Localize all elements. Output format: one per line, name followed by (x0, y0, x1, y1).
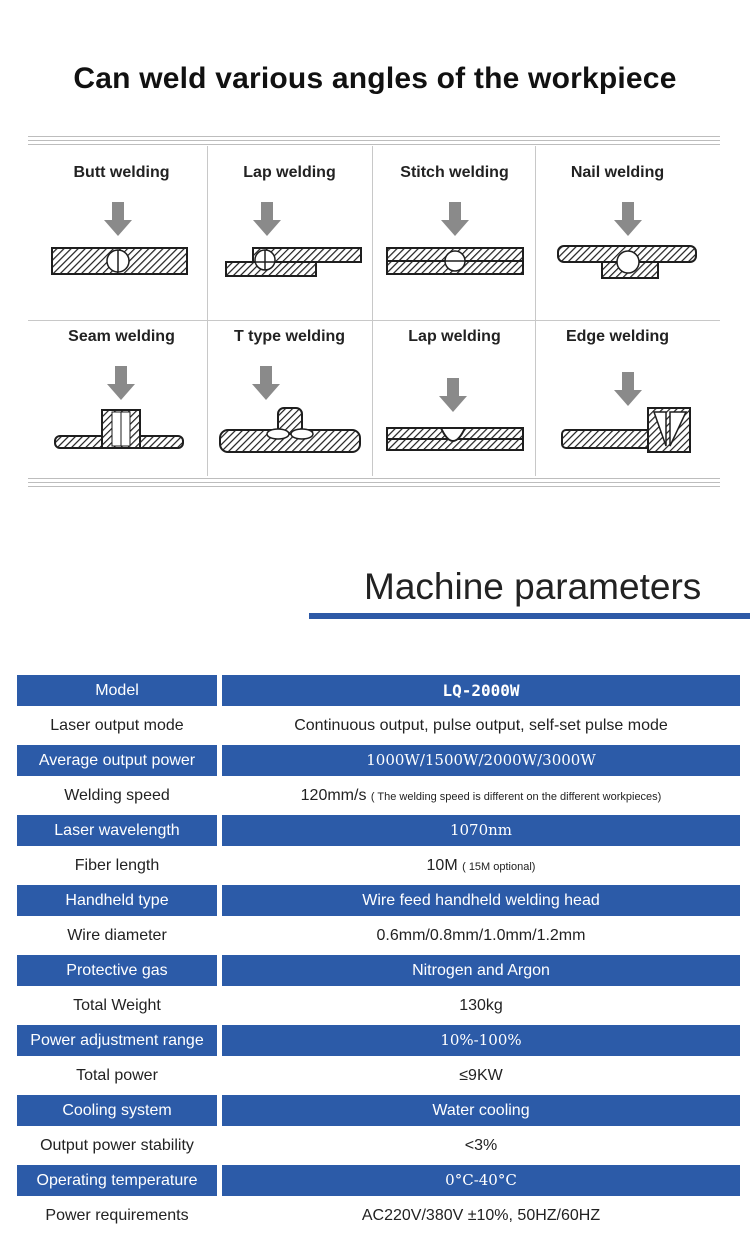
weld-cell-butt: Butt welding (40, 146, 203, 308)
grid-divider (207, 146, 208, 476)
param-row-power-stability: Output power stability <3% (17, 1128, 740, 1163)
param-value: 0.6mm/0.8mm/1.0mm/1.2mm (376, 927, 586, 944)
param-label: Operating temperature (17, 1165, 217, 1196)
param-label: Power adjustment range (17, 1025, 217, 1056)
param-row-cooling-system: Cooling system Water cooling (17, 1093, 740, 1128)
weld-label: Seam welding (68, 328, 175, 345)
param-row-output-mode: Laser output mode Continuous output, pul… (17, 708, 740, 743)
param-value: 1070nm (222, 815, 740, 846)
param-value: LQ-2000W (222, 675, 740, 706)
section-title-underline (309, 613, 750, 619)
weld-cell-nail: Nail welding (536, 146, 699, 308)
param-label: Model (17, 675, 217, 706)
param-value: Continuous output, pulse output, self-se… (294, 717, 668, 734)
param-value: 1000W/1500W/2000W/3000W (222, 745, 740, 776)
weld-label: Butt welding (73, 164, 170, 181)
weld-label: Stitch welding (400, 164, 509, 181)
param-value: 130kg (459, 997, 503, 1014)
param-label: Cooling system (17, 1095, 217, 1126)
param-row-fiber-length: Fiber length 10M ( 15M optional) (17, 848, 740, 883)
weld-cell-lap: Lap welding (208, 146, 371, 308)
param-value: <3% (464, 1137, 498, 1154)
param-label: Total power (76, 1067, 158, 1084)
t-type-weld-diagram-icon (219, 366, 361, 453)
weld-label: T type welding (233, 328, 346, 345)
nail-weld-diagram-icon (557, 202, 697, 279)
param-value: 0°C-40°C (222, 1165, 740, 1196)
param-label: Fiber length (74, 857, 160, 874)
param-row-welding-speed: Welding speed 120mm/s ( The welding spee… (17, 778, 740, 813)
param-value: AC220V/380V ±10%, 50HZ/60HZ (361, 1207, 601, 1224)
lap-weld-diagram-icon (225, 202, 362, 277)
param-label: Handheld type (17, 885, 217, 916)
param-value-main: 120mm/s (300, 787, 367, 804)
parameters-table: Model LQ-2000W Laser output mode Continu… (17, 673, 740, 1233)
param-label: Laser output mode (50, 717, 184, 734)
param-row-wavelength: Laser wavelength 1070nm (17, 813, 740, 848)
bottom-divider (28, 478, 720, 490)
param-value: 10%-100% (222, 1025, 740, 1056)
param-label: Total Weight (73, 997, 161, 1014)
param-label: Laser wavelength (17, 815, 217, 846)
param-row-model: Model LQ-2000W (17, 673, 740, 708)
weld-cell-edge: Edge welding (536, 310, 699, 472)
butt-weld-diagram-icon (51, 202, 188, 275)
param-value: Water cooling (222, 1095, 740, 1126)
section-title: Machine parameters (364, 566, 702, 607)
param-value: 120mm/s ( The welding speed is different… (222, 780, 740, 811)
weld-label: Lap welding (408, 328, 501, 345)
param-value-note: ( The welding speed is different on the … (370, 791, 662, 803)
param-value: Wire feed handheld welding head (222, 885, 740, 916)
param-row-total-weight: Total Weight 130kg (17, 988, 740, 1023)
param-row-power-adjustment: Power adjustment range 10%-100% (17, 1023, 740, 1058)
weld-cell-lap-v: Lap welding (373, 310, 536, 472)
param-row-average-power: Average output power 1000W/1500W/2000W/3… (17, 743, 740, 778)
seam-weld-diagram-icon (54, 366, 184, 449)
grid-divider (535, 146, 536, 476)
param-value: Nitrogen and Argon (222, 955, 740, 986)
lap-weld-v-diagram-icon (386, 378, 524, 451)
param-value: ≤9KW (459, 1067, 503, 1084)
grid-divider (28, 320, 720, 321)
param-row-operating-temperature: Operating temperature 0°C-40°C (17, 1163, 740, 1198)
grid-divider (372, 146, 373, 476)
param-label: Output power stability (40, 1137, 194, 1154)
weld-cell-t-type: T type welding (208, 310, 371, 472)
weld-label: Edge welding (565, 328, 670, 345)
page-headline: Can weld various angles of the workpiece (73, 62, 677, 95)
param-label: Welding speed (64, 787, 170, 804)
param-label: Wire diameter (67, 927, 167, 944)
param-value-main: 10M (426, 857, 458, 874)
param-row-power-requirements: Power requirements AC220V/380V ±10%, 50H… (17, 1198, 740, 1233)
param-label: Average output power (17, 745, 217, 776)
param-row-handheld-type: Handheld type Wire feed handheld welding… (17, 883, 740, 918)
param-row-wire-diameter: Wire diameter 0.6mm/0.8mm/1.0mm/1.2mm (17, 918, 740, 953)
weld-label: Lap welding (243, 164, 336, 181)
param-row-protective-gas: Protective gas Nitrogen and Argon (17, 953, 740, 988)
param-value: 10M ( 15M optional) (222, 850, 740, 881)
top-divider (28, 136, 720, 148)
weld-cell-stitch: Stitch welding (373, 146, 536, 308)
edge-weld-diagram-icon (561, 372, 691, 453)
param-row-total-power: Total power ≤9KW (17, 1058, 740, 1093)
param-label: Protective gas (17, 955, 217, 986)
weld-cell-seam: Seam welding (40, 310, 203, 472)
param-value-note: ( 15M optional) (462, 861, 536, 873)
stitch-weld-diagram-icon (386, 202, 524, 275)
param-label: Power requirements (45, 1207, 189, 1224)
weld-label: Nail welding (570, 164, 665, 181)
